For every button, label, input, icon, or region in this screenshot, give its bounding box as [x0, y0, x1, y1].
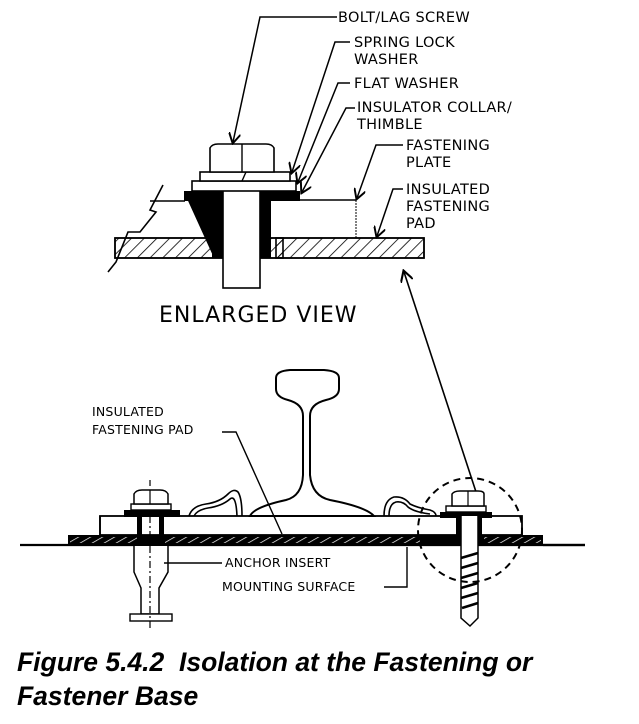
left-anchor-bolt	[124, 480, 180, 630]
label-rail-pad-2: FASTENING PAD	[92, 422, 194, 437]
figure-caption: Figure 5.4.2 Isolation at the Fastening …	[17, 645, 627, 713]
collar-right-wall	[260, 200, 271, 258]
leader-flat-washer	[298, 82, 350, 182]
label-pad-3: PAD	[406, 216, 436, 232]
label-pad-1: INSULATED	[406, 182, 490, 198]
leader-collar	[302, 107, 355, 192]
leader-mounting-surface	[384, 547, 408, 588]
rail-clip-left	[188, 489, 243, 517]
leader-bolt	[233, 16, 337, 142]
break-line	[107, 184, 164, 273]
collar-left-wall	[212, 200, 223, 258]
label-spring-washer-1: SPRING LOCK	[354, 35, 455, 51]
detail-callout-arrow	[404, 272, 479, 499]
label-plate-1: FASTENING	[406, 138, 490, 154]
lag-screw-shank	[460, 516, 479, 628]
enlarged-view: BOLT/LAG SCREW SPRING LOCK WASHER FLAT W…	[107, 10, 512, 328]
label-pad-2: FASTENING	[406, 199, 490, 215]
leader-rail-pad	[222, 431, 283, 535]
caption-line-1: Figure 5.4.2 Isolation at the Fastening …	[17, 647, 533, 677]
spring-washer-split	[241, 171, 247, 182]
leader-pad	[377, 188, 403, 236]
label-spring-washer-2: WASHER	[354, 52, 419, 68]
label-collar-2: THIMBLE	[356, 117, 423, 133]
label-rail-pad-1: INSULATED	[92, 404, 164, 419]
label-anchor-insert: ANCHOR INSERT	[225, 555, 331, 570]
enlarged-view-title: ENLARGED VIEW	[159, 303, 358, 328]
right-lag-screw	[440, 490, 492, 628]
rail-clip-right	[383, 496, 437, 517]
rail	[248, 369, 377, 517]
bolt-shaft	[222, 187, 261, 289]
label-mounting-surface: MOUNTING SURFACE	[222, 579, 355, 594]
label-plate-2: PLATE	[406, 155, 451, 171]
anchor-insert	[133, 546, 169, 615]
rail-assembly: INSULATED FASTENING PAD ANCHOR INSERT MO…	[20, 369, 585, 630]
caption-line-2: Fastener Base	[17, 681, 199, 711]
label-collar-1: INSULATOR COLLAR/	[357, 100, 512, 116]
leader-plate	[357, 144, 403, 198]
fastener-isolation-diagram: BOLT/LAG SCREW SPRING LOCK WASHER FLAT W…	[20, 10, 585, 630]
label-bolt: BOLT/LAG SCREW	[338, 10, 470, 26]
flat-washer	[191, 180, 297, 192]
detail-circle	[417, 477, 523, 583]
label-flat-washer: FLAT WASHER	[354, 76, 459, 92]
leader-spring-washer	[292, 41, 350, 172]
